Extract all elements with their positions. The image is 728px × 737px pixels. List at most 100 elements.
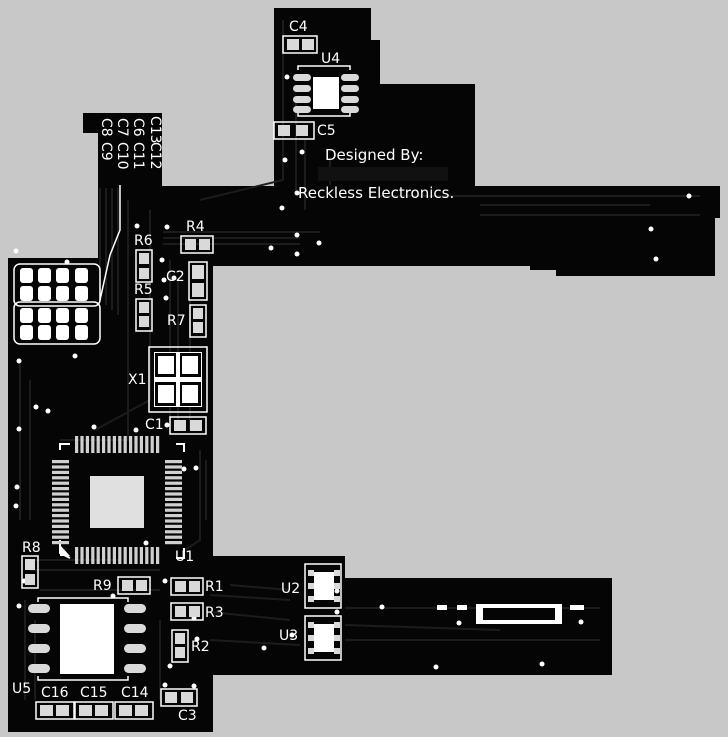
u1-pin: [165, 465, 182, 469]
u1-pin: [80, 436, 84, 453]
u1-pin: [112, 436, 116, 453]
u1-pin: [165, 541, 182, 545]
label-c3: C3: [178, 708, 197, 724]
c3-pads: [160, 688, 198, 707]
label-u1: U1: [175, 549, 195, 565]
u1-pin: [150, 547, 154, 564]
u1-pin: [134, 547, 138, 564]
r2-pads: [171, 629, 189, 663]
label-r2: R2: [191, 639, 210, 655]
u1-pin: [165, 497, 182, 501]
label-r1: R1: [205, 579, 224, 595]
u1-pin: [91, 547, 95, 564]
label-r5: R5: [134, 282, 153, 298]
label-r3: R3: [205, 605, 224, 621]
label-c7: C7: [114, 118, 130, 137]
u1-pin: [156, 436, 160, 453]
label-c12: C12: [147, 142, 163, 170]
u1-pin: [123, 547, 127, 564]
u1-pin: [165, 492, 182, 496]
u1-qfp: [52, 436, 185, 564]
c2-pads: [188, 261, 208, 301]
u5-package: [28, 597, 146, 681]
u1-pin: [80, 547, 84, 564]
u1-pin: [118, 436, 122, 453]
u1-pin: [85, 436, 89, 453]
u1-pin: [52, 487, 69, 491]
u1-pin: [165, 481, 182, 485]
c4-pads: [282, 35, 318, 54]
capacitor-bank: [13, 263, 101, 345]
r1-pads: [170, 577, 204, 596]
label-c14: C14: [121, 685, 149, 701]
u1-pin: [75, 436, 79, 453]
silk-bar-name: [318, 167, 448, 181]
label-c1: C1: [145, 417, 164, 433]
u1-pin: [150, 436, 154, 453]
u1-pin: [75, 547, 79, 564]
r4-pads: [180, 235, 214, 254]
u1-pin: [52, 524, 69, 528]
u1-pin: [52, 460, 69, 464]
c-bank-leader: [99, 185, 121, 301]
u1-pin: [91, 436, 95, 453]
r8-pads: [21, 555, 39, 589]
u1-pin: [165, 487, 182, 491]
c1-pads: [169, 416, 207, 435]
u1-pin: [165, 470, 182, 474]
c14-c16-pads: [35, 701, 154, 720]
label-c10: C10: [114, 142, 130, 170]
label-c5: C5: [317, 123, 336, 139]
label-c11: C11: [130, 142, 146, 170]
u1-pin: [165, 514, 182, 518]
label-r6: R6: [134, 233, 153, 249]
u1-pin: [52, 514, 69, 518]
label-x1: X1: [128, 372, 147, 388]
u1-pin: [102, 547, 106, 564]
u1-pin: [165, 508, 182, 512]
u1-pin: [52, 470, 69, 474]
r6-pads: [135, 249, 153, 283]
label-u3: U3: [279, 628, 299, 644]
u1-pin: [165, 519, 182, 523]
u1-pin: [52, 481, 69, 485]
c5-pads: [273, 121, 315, 140]
label-c15: C15: [80, 685, 108, 701]
label-c13: C13: [147, 116, 163, 144]
u3-package: [304, 615, 342, 661]
company-name-label: Reckless Electronics.: [298, 184, 455, 202]
r3-pads: [170, 602, 204, 621]
r7-pads: [189, 304, 207, 338]
label-c6: C6: [130, 118, 146, 137]
u1-pin: [52, 497, 69, 501]
u1-pin: [52, 492, 69, 496]
u1-pin: [165, 503, 182, 507]
u1-pin: [139, 547, 143, 564]
label-u5: U5: [12, 681, 32, 697]
label-c4: C4: [289, 19, 308, 35]
u1-pin: [165, 476, 182, 480]
u1-pin: [156, 547, 160, 564]
u1-pin: [107, 547, 111, 564]
connector-slot: [483, 608, 555, 620]
u1-pin: [129, 547, 133, 564]
u1-pin: [145, 436, 149, 453]
label-u2: U2: [281, 581, 301, 597]
u1-pin: [145, 547, 149, 564]
u1-pin: [102, 436, 106, 453]
u1-pin: [52, 519, 69, 523]
label-c16: C16: [41, 685, 69, 701]
r9-pads: [117, 576, 151, 595]
designed-by-label: Designed By:: [325, 146, 424, 164]
label-r8: R8: [22, 540, 41, 556]
r5-pads: [135, 298, 153, 332]
u1-pin: [52, 465, 69, 469]
u1-pin: [129, 436, 133, 453]
u1-pin: [165, 524, 182, 528]
u1-pin: [52, 535, 69, 539]
u1-pin: [52, 530, 69, 534]
vias: [13, 74, 692, 689]
u4-package: [293, 65, 359, 117]
u2-package: [304, 563, 342, 609]
